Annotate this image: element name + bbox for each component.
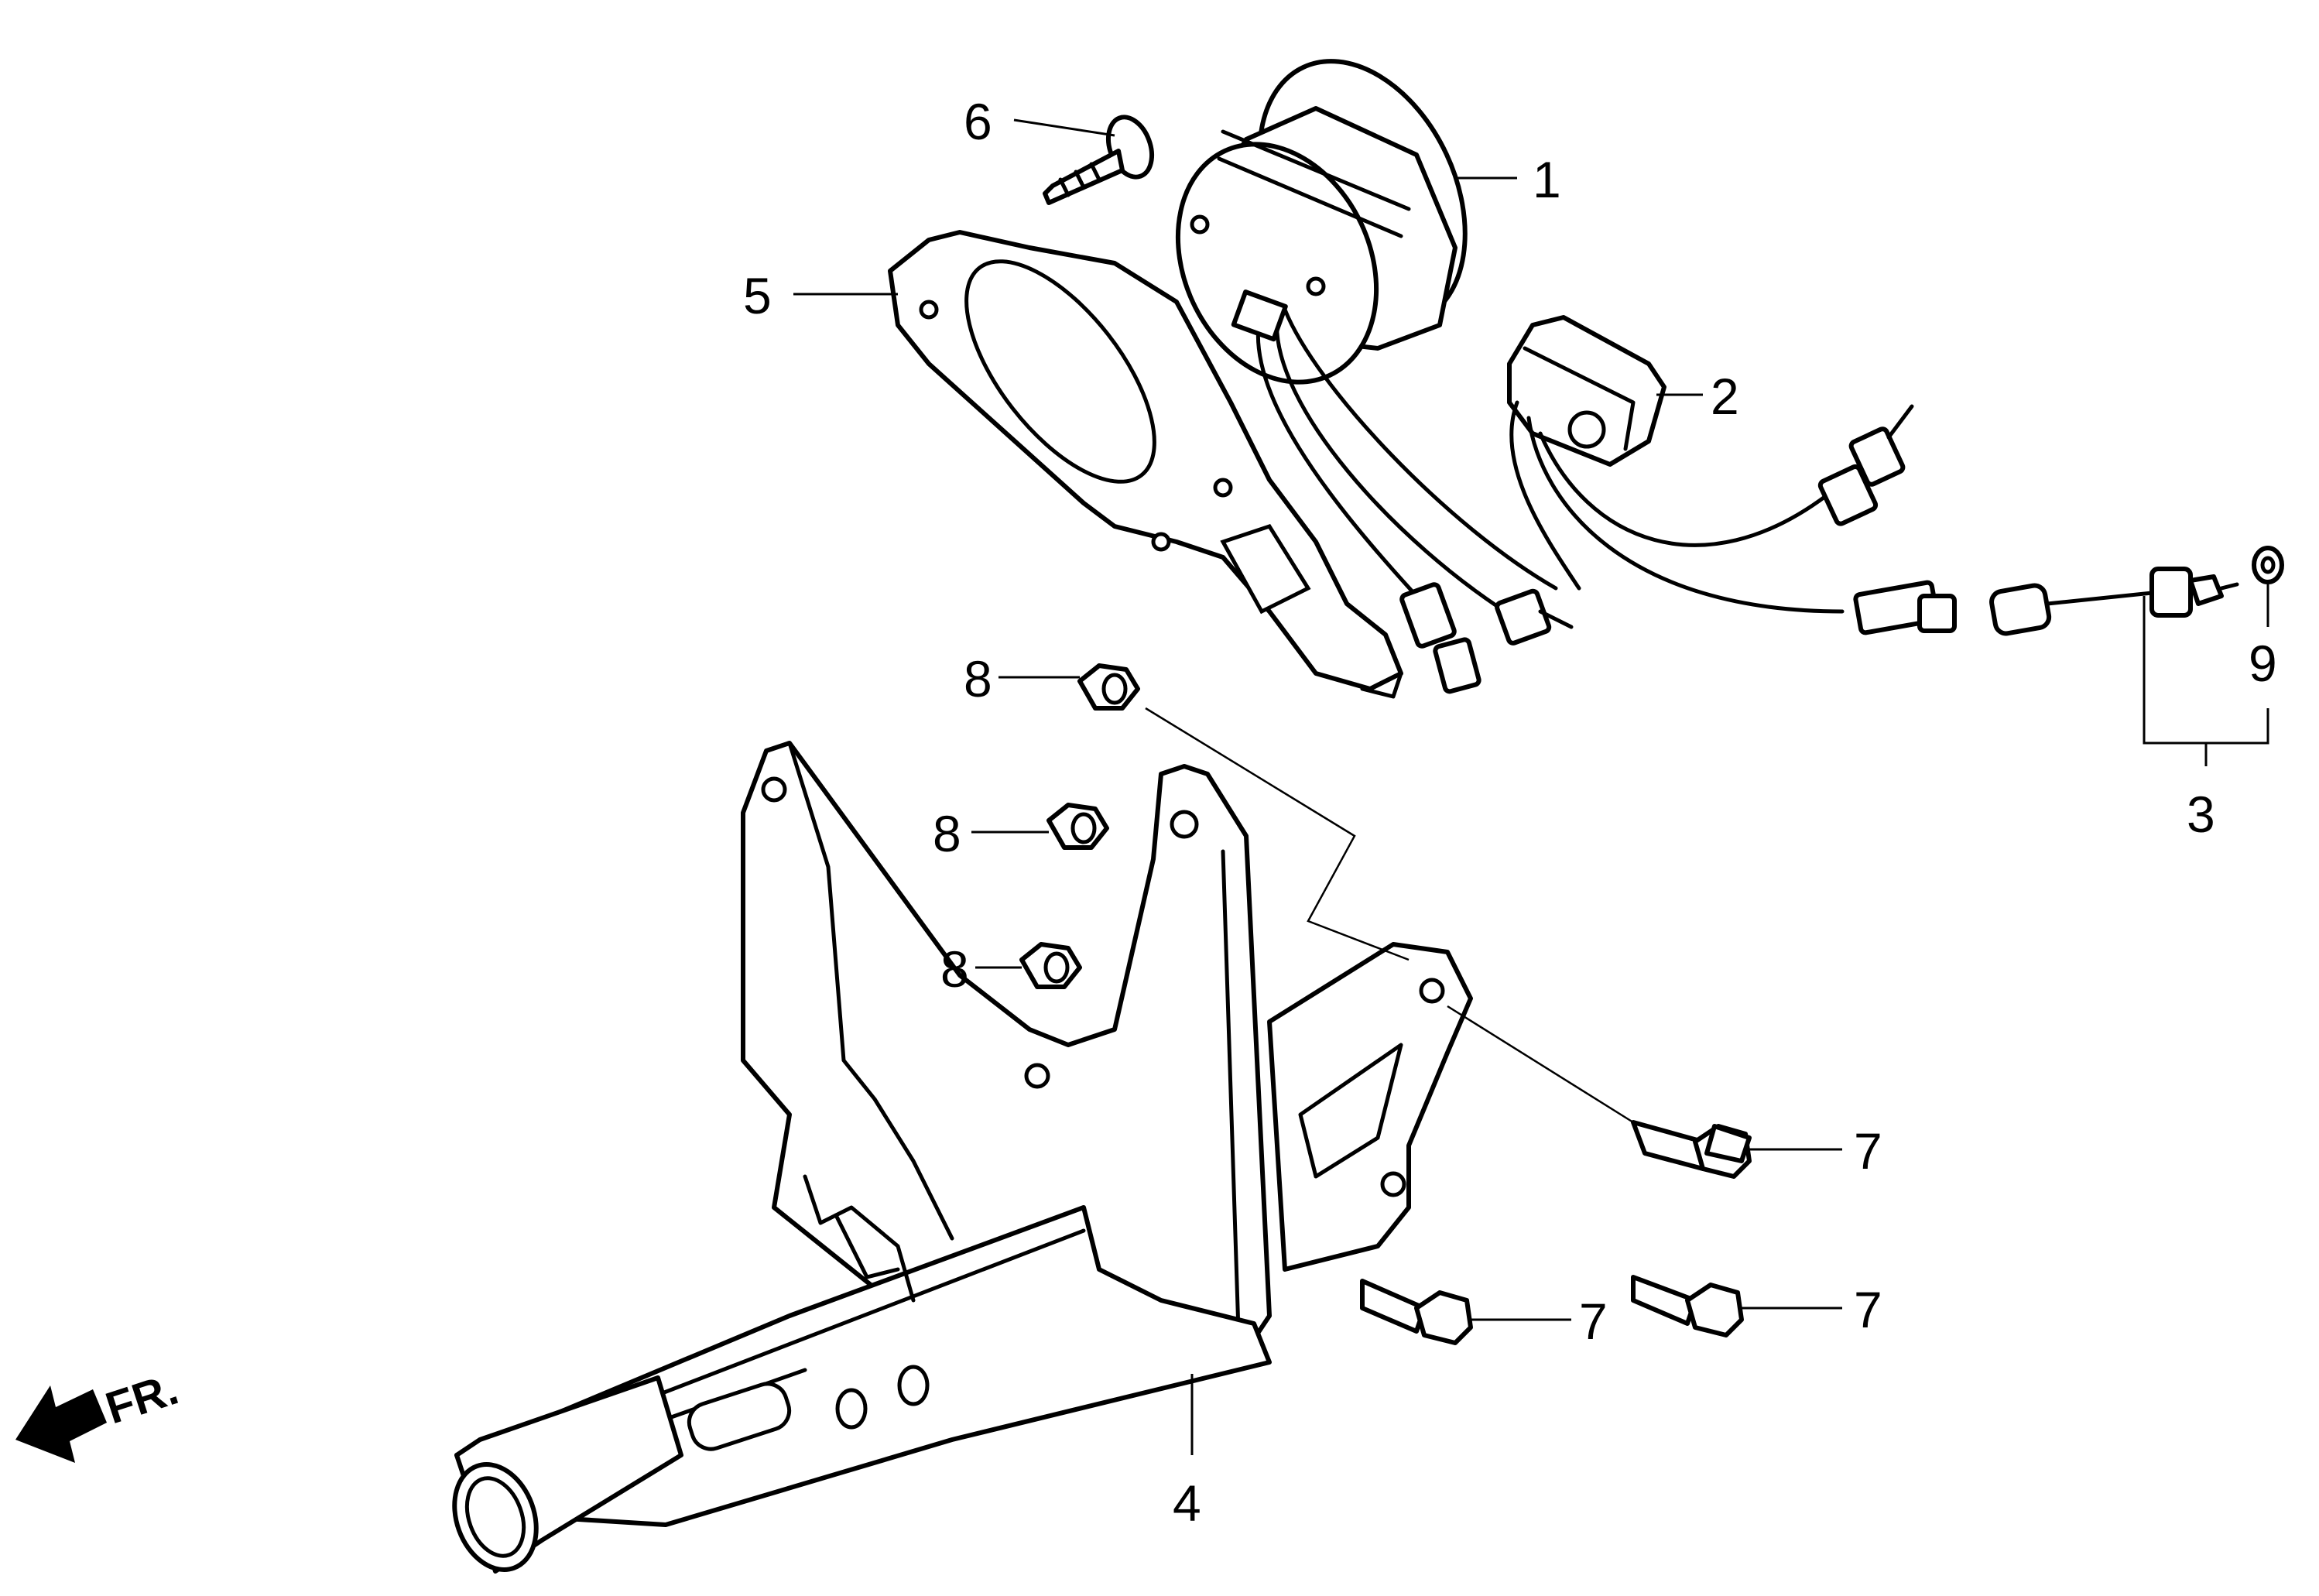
callout-8-upper: 8: [964, 650, 992, 707]
indicator-unit: [1507, 315, 1957, 635]
callout-5: 5: [743, 267, 772, 324]
meter-assembly: [1175, 59, 1574, 694]
callout-3: 3: [2187, 786, 2215, 843]
callout-7-lower-left: 7: [1579, 1293, 1608, 1350]
callout-7-lower-right: 7: [1854, 1281, 1882, 1338]
bolt-upper: [1631, 1120, 1752, 1179]
callout-1: 1: [1533, 151, 1561, 208]
arrow-left-icon: [15, 1385, 107, 1463]
screw: [1043, 115, 1155, 205]
callout-labels: 1 2 3 4 5 6 7 7 7 8 8 8 9: [743, 93, 2277, 1532]
callout-7-upper: 7: [1854, 1122, 1882, 1180]
nut-upper: [1077, 663, 1140, 711]
nut-middle: [1046, 803, 1109, 850]
callout-4: 4: [1173, 1474, 1201, 1532]
sensor-unit: [1989, 567, 2239, 636]
callout-9: 9: [2249, 635, 2277, 692]
stand-bracket: [452, 741, 1473, 1574]
bolt-lower-right: [1631, 1275, 1744, 1337]
assembly-lines: [1145, 707, 1634, 1124]
callout-6: 6: [964, 93, 992, 150]
callout-8-lower: 8: [940, 940, 969, 998]
callout-2: 2: [1711, 368, 1739, 425]
washer: [2252, 546, 2284, 584]
gauge-bracket-plate: [888, 230, 1403, 699]
front-direction-indicator: FR.: [15, 1364, 184, 1463]
nut-lower: [1019, 942, 1082, 989]
bolt-lower-left: [1360, 1279, 1473, 1345]
callout-8-middle: 8: [933, 805, 961, 862]
leader-lines: [793, 118, 2269, 1455]
front-label: FR.: [100, 1364, 184, 1434]
